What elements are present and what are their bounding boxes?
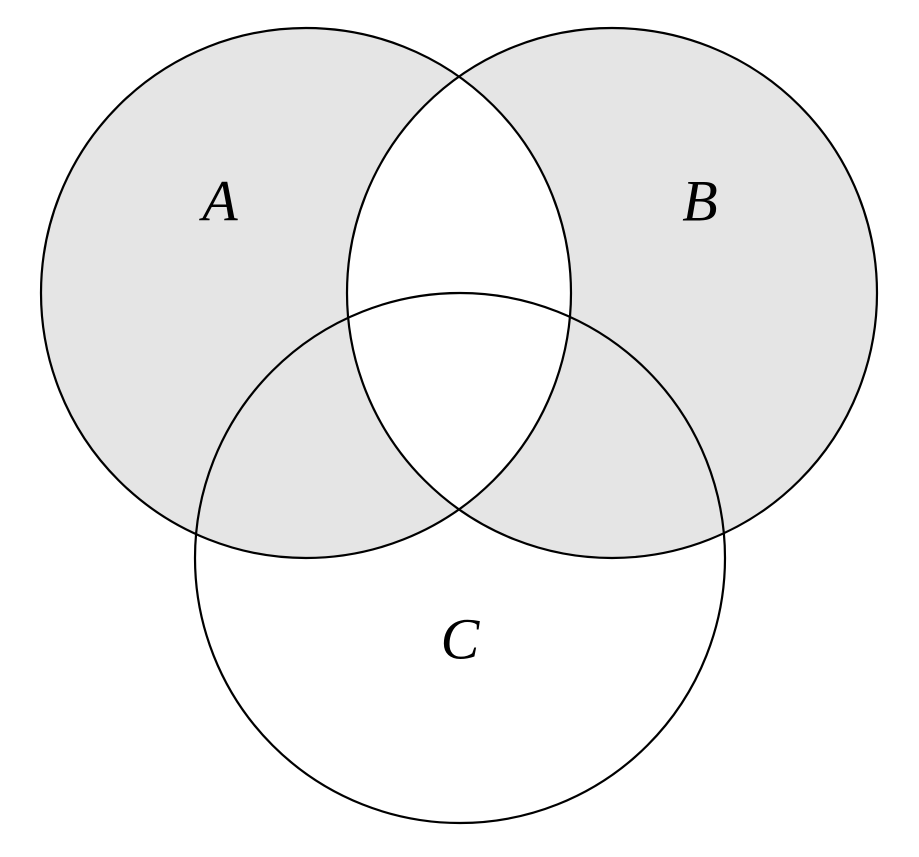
set-circle-c[interactable] <box>193 291 727 825</box>
set-label-a: A <box>198 168 238 233</box>
circle-outlines-group <box>39 26 879 825</box>
set-labels-group: A B C <box>198 168 717 671</box>
set-circle-b[interactable] <box>345 26 879 560</box>
set-label-c: C <box>441 606 481 671</box>
set-label-b: B <box>682 168 717 233</box>
set-circle-a[interactable] <box>39 26 573 560</box>
